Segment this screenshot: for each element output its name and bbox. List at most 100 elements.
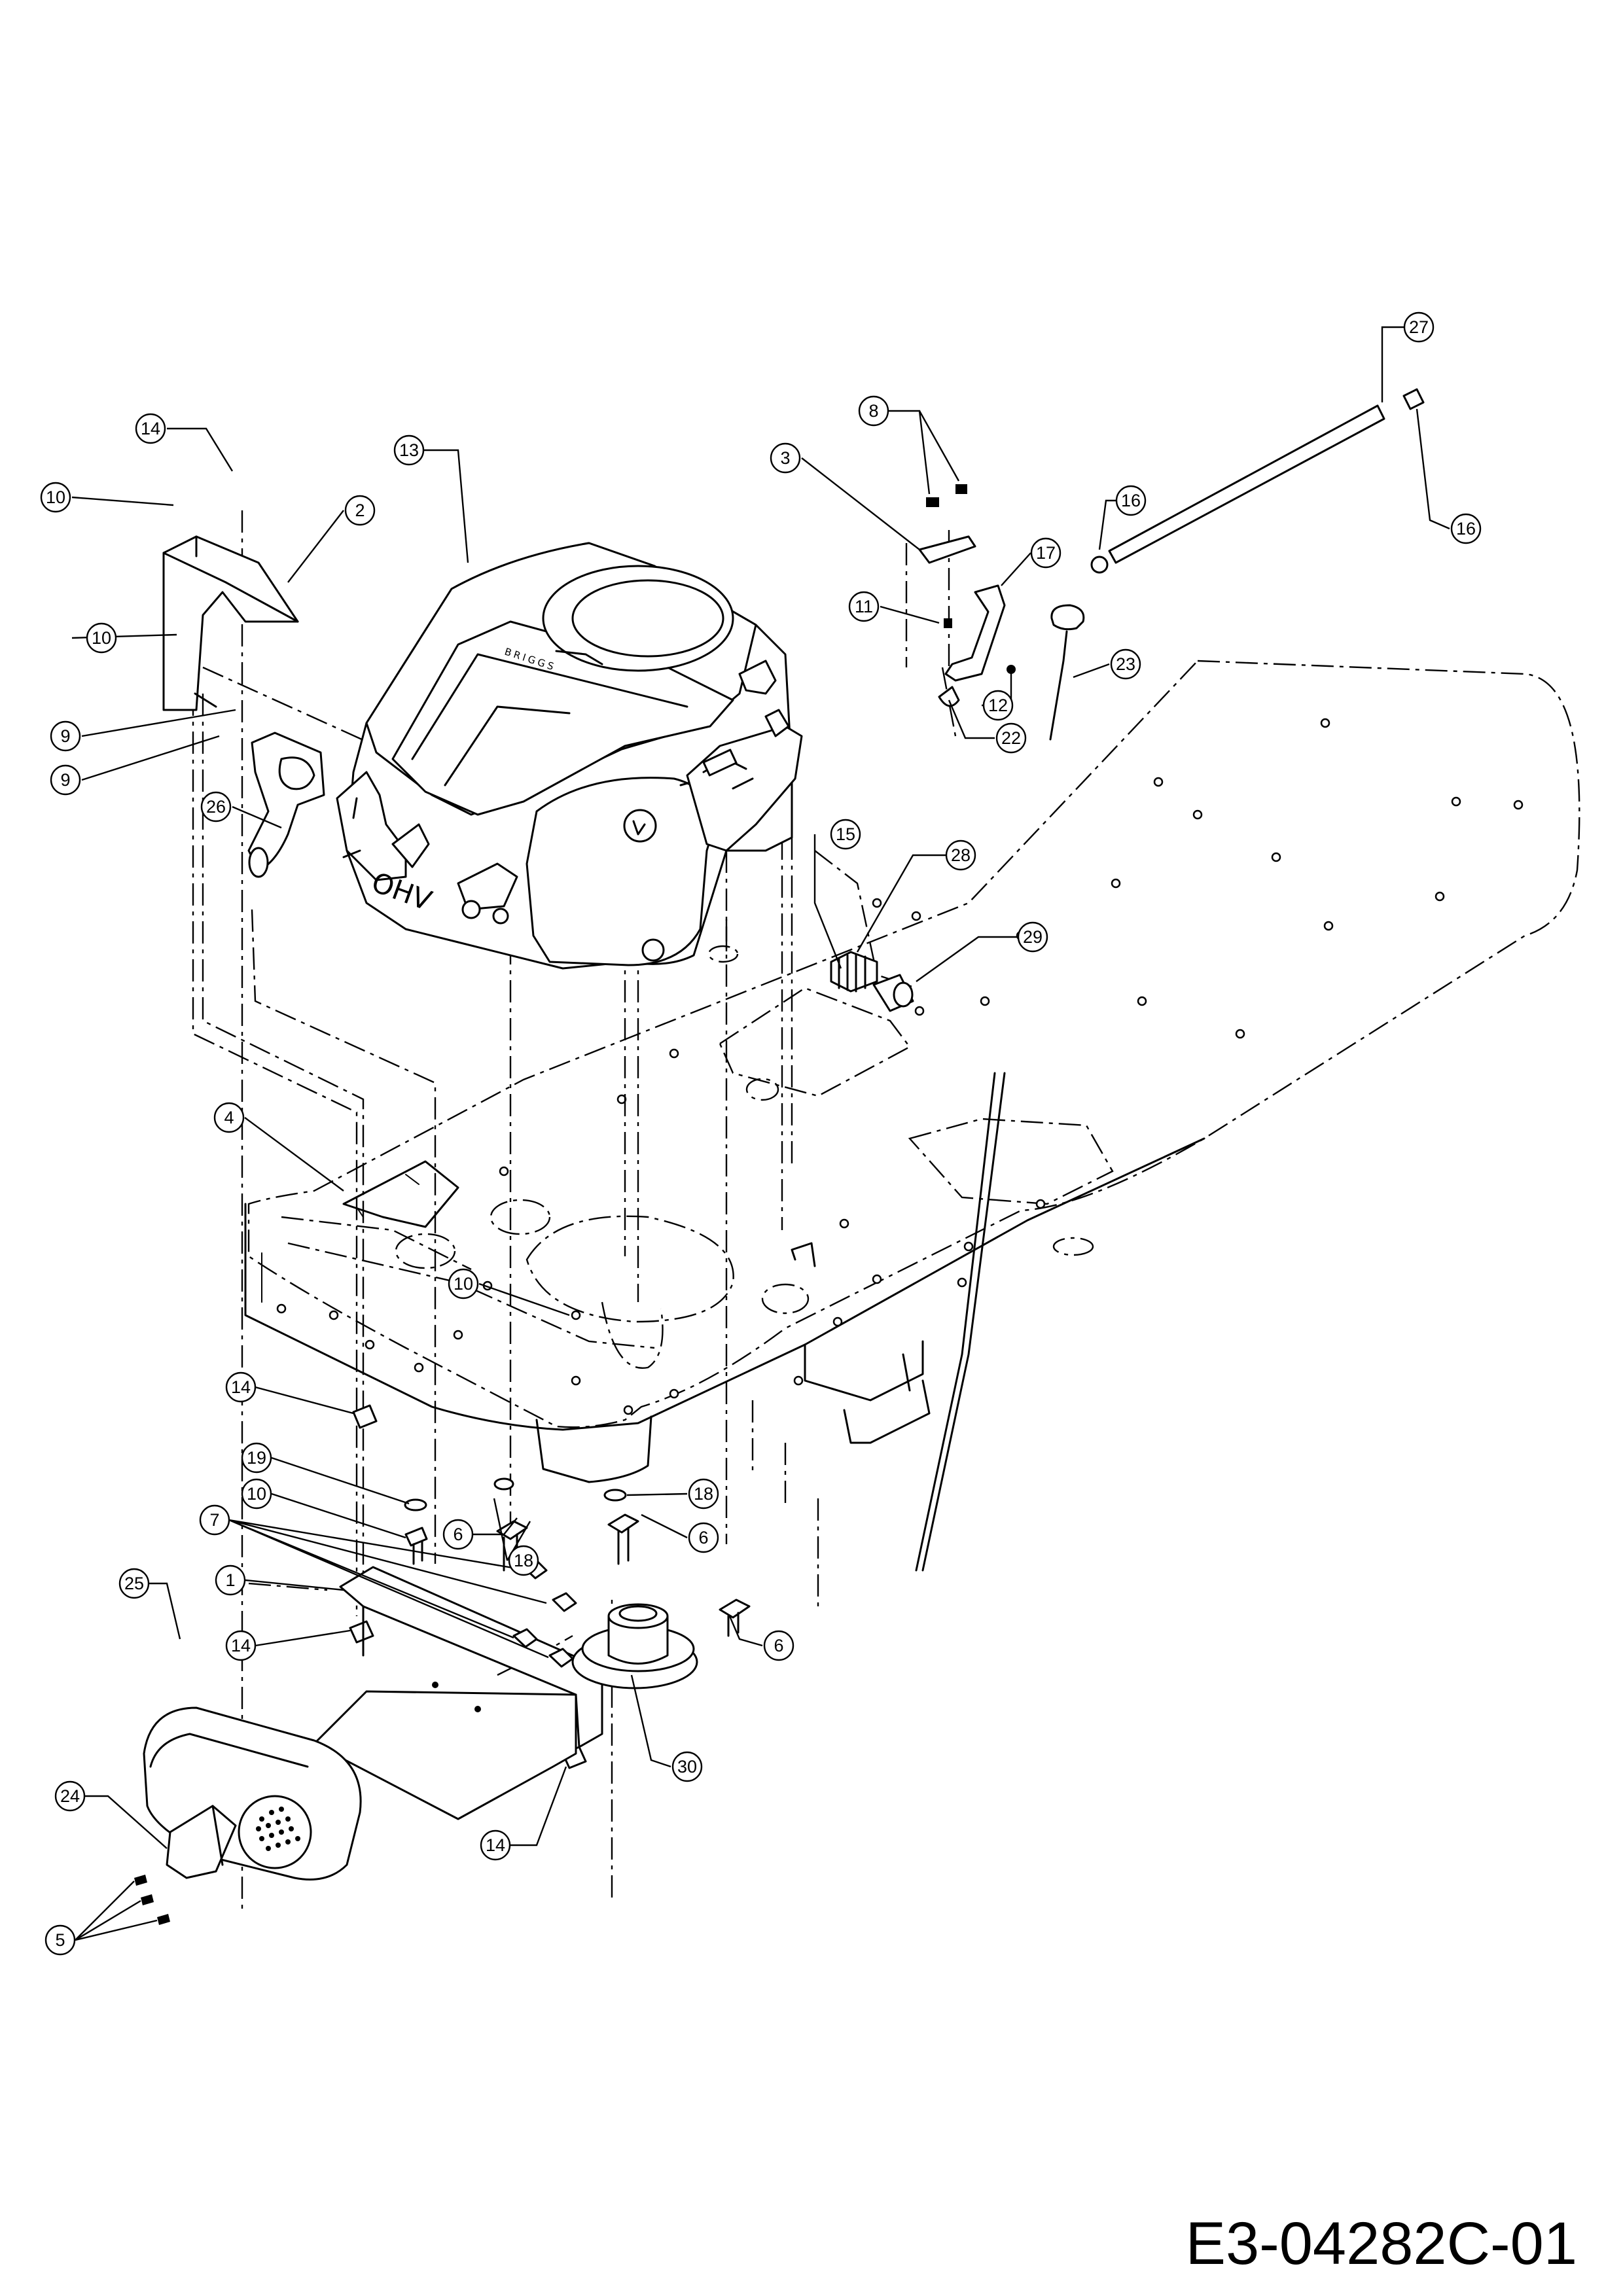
callout-circle (199, 1504, 230, 1536)
muffler-perforations (256, 1807, 300, 1851)
callout-30: 30 (671, 1751, 703, 1782)
callout-number: 14 (486, 1835, 505, 1855)
callout-13: 13 (393, 434, 425, 466)
callout-25: 25 (118, 1568, 150, 1599)
callout-number: 14 (141, 419, 160, 438)
callout-circle (858, 395, 889, 427)
callout-number: 30 (677, 1757, 697, 1776)
callout-circle (215, 1564, 246, 1596)
callout-number: 6 (453, 1525, 463, 1544)
callout-circle (118, 1568, 150, 1599)
callout-number: 7 (209, 1510, 219, 1530)
callout-circle (225, 1630, 257, 1661)
callout-6: 6 (442, 1519, 474, 1550)
callout-circle (393, 434, 425, 466)
callout-9: 9 (50, 764, 81, 796)
callout-circle (241, 1442, 272, 1474)
callout-number: 6 (774, 1636, 783, 1655)
callout-16: 16 (1115, 485, 1147, 516)
callout-12: 12 (982, 690, 1014, 721)
callout-14: 14 (225, 1371, 257, 1403)
callout-10: 10 (448, 1268, 479, 1299)
callout-circle (1450, 513, 1482, 544)
callout-number: 18 (694, 1484, 713, 1504)
callout-number: 5 (55, 1930, 65, 1950)
callout-number: 22 (1001, 728, 1021, 748)
callout-number: 14 (231, 1636, 251, 1655)
callout-15: 15 (830, 819, 861, 850)
callout-11: 11 (848, 591, 880, 622)
callout-8: 8 (858, 395, 889, 427)
callout-circle (480, 1829, 511, 1861)
engine: BRIGGS OHV (336, 542, 803, 970)
callout-circle (135, 413, 166, 444)
callout-circle (40, 482, 71, 513)
callout-circle (344, 495, 376, 526)
callout-number: 24 (60, 1786, 80, 1806)
callout-2: 2 (344, 495, 376, 526)
callout-number: 17 (1036, 543, 1056, 563)
callout-circle (1030, 537, 1061, 569)
frame-holes (276, 718, 1524, 1415)
callout-27: 27 (1403, 311, 1435, 343)
callout-number: 29 (1023, 927, 1043, 947)
callout-3: 3 (770, 442, 801, 474)
callout-number: 2 (355, 501, 365, 520)
callout-9: 9 (50, 720, 81, 752)
callout-circle (448, 1268, 479, 1299)
exhaust-shield (162, 535, 299, 711)
callout-number: 12 (988, 696, 1008, 715)
callout-number: 26 (206, 797, 226, 817)
callout-14: 14 (135, 413, 166, 444)
drawing-code: E3-04282C-01 (1186, 2210, 1577, 2277)
callout-number: 16 (1121, 491, 1141, 510)
callout-number: 9 (60, 726, 70, 746)
exhaust-pipe (247, 732, 325, 878)
callout-circle (86, 622, 117, 654)
callout-7: 7 (199, 1504, 230, 1536)
callout-14: 14 (225, 1630, 257, 1661)
callout-circle (50, 764, 81, 796)
callout-19: 19 (241, 1442, 272, 1474)
callout-circle (995, 722, 1027, 754)
callout-4: 4 (213, 1102, 245, 1133)
callout-10: 10 (40, 482, 71, 513)
callout-circle (225, 1371, 257, 1403)
callout-circle (50, 720, 81, 752)
callout-number: 10 (46, 487, 65, 507)
callout-circle (442, 1519, 474, 1550)
frame-plate (244, 660, 1580, 1483)
callout-number: 11 (855, 597, 873, 616)
callout-circle (508, 1545, 539, 1576)
callout-14: 14 (480, 1829, 511, 1861)
callout-circle (770, 442, 801, 474)
callout-circle (1115, 485, 1147, 516)
callout-6: 6 (763, 1630, 794, 1661)
callout-number: 1 (225, 1570, 235, 1590)
callout-22: 22 (995, 722, 1027, 754)
callout-26: 26 (200, 791, 232, 822)
callout-16: 16 (1450, 513, 1482, 544)
callout-circle (982, 690, 1014, 721)
callout-number: 6 (698, 1528, 708, 1547)
callout-circle (1017, 921, 1048, 953)
callout-number: 10 (454, 1274, 473, 1294)
callout-number: 19 (247, 1448, 266, 1468)
callout-circle (848, 591, 880, 622)
callout-10: 10 (241, 1478, 272, 1510)
leader-lines (71, 326, 1450, 1941)
callout-circle (671, 1751, 703, 1782)
callout-5: 5 (45, 1924, 76, 1956)
callout-number: 23 (1116, 654, 1135, 674)
callout-circle (45, 1924, 76, 1956)
callout-circle (1403, 311, 1435, 343)
callout-number: 18 (514, 1551, 533, 1570)
callout-1: 1 (215, 1564, 246, 1596)
callout-circle (688, 1478, 719, 1510)
callout-circle (945, 839, 976, 871)
callout-17: 17 (1030, 537, 1061, 569)
callout-29: 29 (1017, 921, 1048, 953)
callout-number: 10 (247, 1484, 266, 1504)
